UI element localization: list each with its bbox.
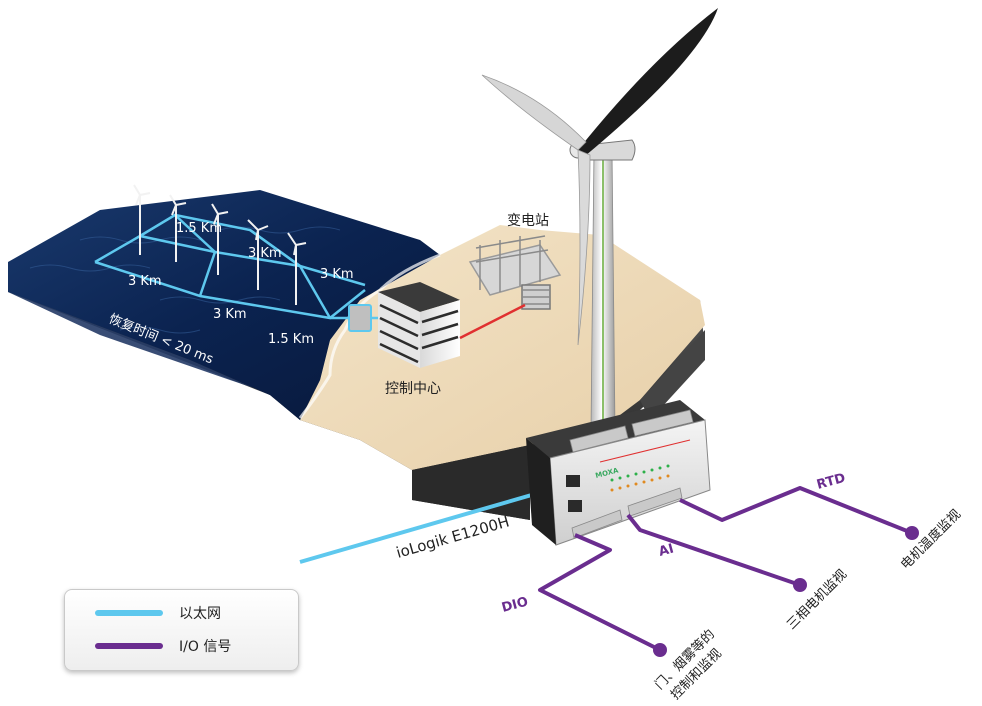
grid-label-2: 3 Km — [248, 246, 282, 261]
io-signal-lines — [538, 486, 913, 652]
iologik-device: MOXA — [526, 400, 711, 546]
rtd-label: RTD — [815, 471, 847, 493]
legend-ethernet-text: 以太网 — [179, 606, 221, 622]
legend-ethernet-line — [95, 610, 163, 616]
legend: 以太网 I/O 信号 — [64, 589, 299, 671]
dio-label: DIO — [500, 594, 530, 615]
control-center-label: 控制中心 — [385, 381, 441, 397]
power-line — [459, 303, 526, 340]
legend-io-text: I/O 信号 — [179, 639, 232, 655]
grid-label-1: 1.5 Km — [176, 221, 222, 236]
legend-row-io: I/O 信号 — [95, 635, 231, 657]
grid-label-6: 1.5 Km — [268, 332, 314, 347]
ai-label: AI — [657, 542, 675, 560]
main-wind-turbine — [481, 8, 718, 431]
legend-io-line — [95, 643, 163, 649]
io-endpoints — [653, 526, 919, 657]
control-center-building — [330, 282, 460, 368]
grid-label-4: 3 Km — [320, 267, 354, 282]
ethernet-cable — [299, 481, 574, 564]
substation-label: 变电站 — [507, 213, 549, 229]
grid-label-3: 3 Km — [128, 274, 162, 289]
substation — [468, 235, 562, 310]
legend-row-ethernet: 以太网 — [95, 602, 221, 624]
offshore-turbines — [133, 184, 307, 305]
offshore-ethernet-grid — [94, 213, 366, 320]
motor-temp-label: 电机温度监视 — [898, 506, 964, 572]
grid-label-5: 3 Km — [213, 307, 247, 322]
three-phase-label: 三相电机监视 — [784, 567, 850, 633]
